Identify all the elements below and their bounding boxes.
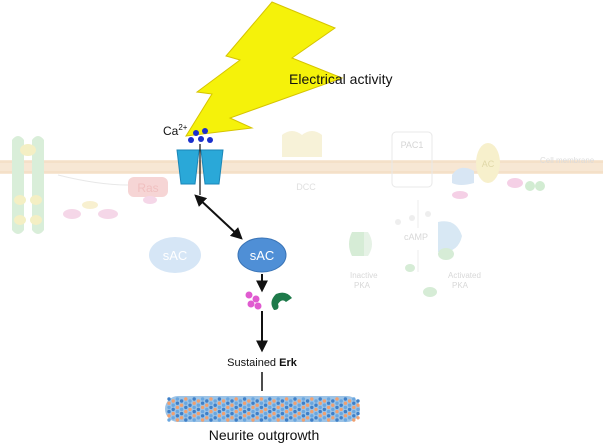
faded-sac-ellipse [149,237,201,273]
calcium-ions [188,128,213,143]
activated-pka-line2: PKA [452,281,469,290]
inactive-pka-line2: PKA [354,281,371,290]
sac-label: sAC [250,248,275,263]
pka-pink-dots [245,291,262,310]
sac-ellipse [237,237,287,273]
dcc-label: DCC [296,182,316,192]
activated-pka-line1: Activated [448,271,481,280]
cell-membrane-label: Cell membrane [540,156,595,165]
arrow-channel-to-sac [194,194,243,240]
calcium-label: Ca2+ [163,123,188,138]
calcium-channel-icon [176,144,224,195]
faded-inactive-pka [349,232,364,256]
faded-background-pathway: Ras sAC DCC PAC1 AC Cell membrane cAMP I… [0,131,603,297]
neurite-outgrowth-label: Neurite outgrowth [209,427,320,443]
faded-ac-ellipse [476,143,500,183]
faded-sac-label: sAC [163,248,188,263]
ac-label: AC [482,159,495,169]
inactive-pka-line1: Inactive [350,271,378,280]
ras-box [128,177,168,197]
electrical-activity-label: Electrical activity [289,71,392,87]
pka-green-subunit-icon [271,292,292,310]
microtubule-icon [165,396,360,422]
sustained-erk-label: Sustained Erk [227,357,298,369]
pac1-label: PAC1 [401,140,424,150]
ras-label: Ras [137,181,158,195]
lightning-bolt-icon [185,1,344,137]
camp-label: cAMP [404,232,428,242]
faded-activated-pka [438,221,462,253]
pac1-box [391,131,433,188]
cell-membrane-band [0,160,603,174]
faded-receptor-left [12,136,44,234]
